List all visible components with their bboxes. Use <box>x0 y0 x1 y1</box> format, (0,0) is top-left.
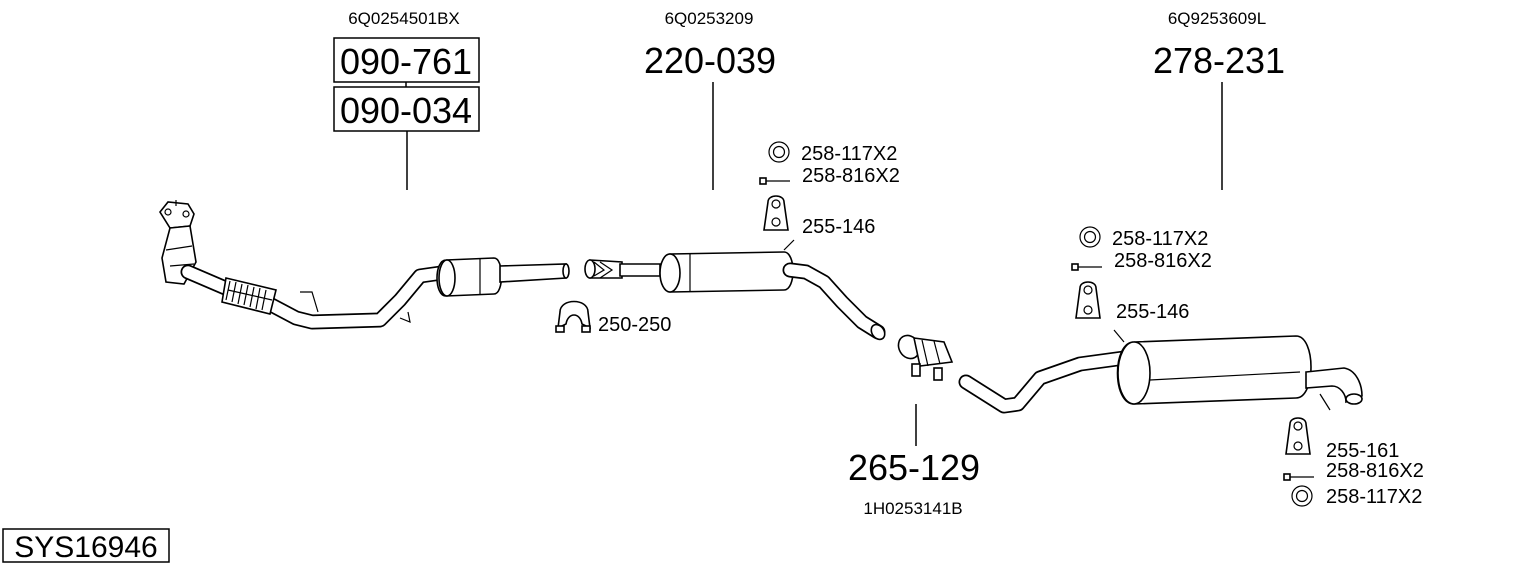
bolt-icon <box>1283 473 1314 481</box>
rubber-mount-icon <box>763 195 789 231</box>
rear-silencer-part-number[interactable]: 278-231 <box>1153 40 1285 81</box>
tail-pipe <box>1305 367 1363 404</box>
connector-part-number[interactable]: 265-129 <box>848 447 980 488</box>
bolt-icon <box>1071 263 1102 271</box>
middle-silencer-body <box>660 251 794 293</box>
middle-accessory-2-code[interactable]: 258-816X2 <box>802 165 900 187</box>
connector-drawing <box>897 334 954 381</box>
middle-silencer-oem-number: 6Q0253209 <box>665 9 754 28</box>
middle-silencer-drawing <box>584 239 886 341</box>
rear-accessory-2-code[interactable]: 258-816X2 <box>1114 250 1212 272</box>
gasket-ring-icon <box>768 141 790 163</box>
system-code-box <box>2 528 170 563</box>
rear-accessory-1-code[interactable]: 258-117X2 <box>1112 228 1208 250</box>
middle-silencer-part-number[interactable]: 220-039 <box>644 40 776 81</box>
front-pipe-part-box-2 <box>333 86 480 132</box>
tail-accessory-2-code[interactable]: 258-816X2 <box>1326 460 1424 482</box>
front-pipe-outlet <box>499 263 567 283</box>
front-pipe-part-box-1 <box>333 37 480 83</box>
tail-accessory-1-code[interactable]: 255-161 <box>1326 440 1399 462</box>
rubber-mount-icon <box>1075 281 1101 319</box>
gasket-ring-icon <box>1291 485 1313 507</box>
middle-accessory-1-code[interactable]: 258-117X2 <box>801 143 897 165</box>
front-pipe-part-number-2[interactable]: 090-034 <box>340 90 472 131</box>
middle-accessory-3-code[interactable]: 255-146 <box>802 216 875 238</box>
bolt-icon <box>759 177 790 185</box>
front-pipe-oem-number: 6Q0254501BX <box>348 9 460 28</box>
rubber-mount-icon <box>1285 417 1311 455</box>
rear-accessory-3-code[interactable]: 255-146 <box>1116 301 1189 323</box>
connector-oem-number: 1H0253141B <box>863 499 962 518</box>
clamp-part-number[interactable]: 250-250 <box>598 314 671 336</box>
clamp-icon <box>555 300 591 333</box>
gasket-ring-icon <box>1079 226 1101 248</box>
rear-silencer-drawing <box>958 329 1363 414</box>
rear-silencer-oem-number: 6Q9253609L <box>1168 9 1266 28</box>
tail-accessory-3-code[interactable]: 258-117X2 <box>1326 486 1422 508</box>
front-pipe-part-number-1[interactable]: 090-761 <box>340 41 472 82</box>
front-pipe-drawing <box>159 200 570 330</box>
system-code: SYS16946 <box>14 531 157 564</box>
